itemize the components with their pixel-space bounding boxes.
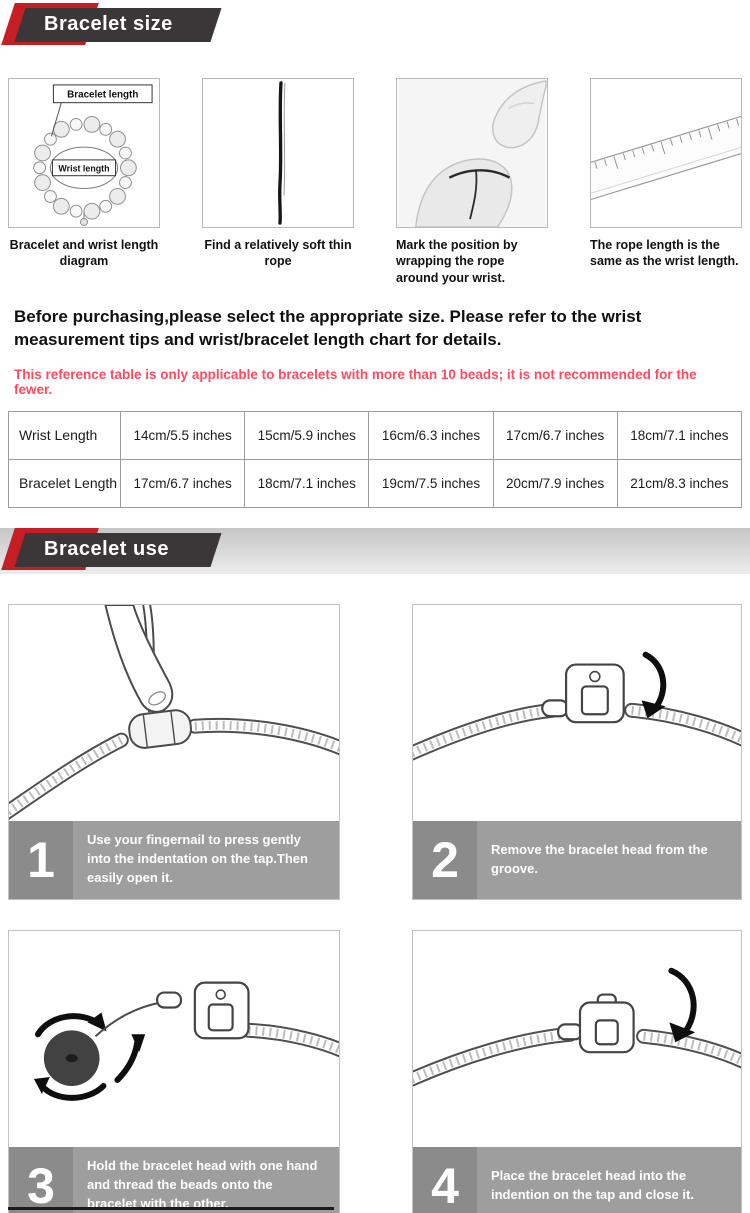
bracelet-size-title: Bracelet size: [44, 13, 173, 35]
usage-steps-grid: 1 Use your fingernail to press gently in…: [0, 603, 750, 1213]
size-chart-table: Wrist Length 14cm/5.5 inches 15cm/5.9 in…: [8, 410, 743, 508]
thread-beads-illustration-icon: [33, 981, 339, 1101]
thin-rope-image: [202, 78, 354, 228]
table-cell: 21cm/8.3 inches: [616, 458, 743, 508]
ruler-image: [590, 78, 742, 228]
table-cell: 18cm/7.1 inches: [244, 458, 370, 508]
step-text: Hold the bracelet head with one hand and…: [87, 1158, 318, 1212]
bracelet-use-band: Bracelet use: [0, 527, 750, 574]
step-number: 3: [9, 1146, 73, 1213]
close-head-illustration-icon: [413, 967, 741, 1087]
step-number: 4: [413, 1146, 477, 1213]
step-text: Use your fingernail to press gently into…: [87, 832, 308, 886]
bracelet-size-banner: Bracelet size: [1, 3, 250, 46]
figure-ruler: The rope length is the same as the wrist…: [590, 78, 742, 286]
press-tap-illustration-icon: [9, 604, 339, 820]
step-panel-2: 2 Remove the bracelet head from the groo…: [412, 603, 742, 900]
ruler-icon: [591, 104, 741, 208]
table-row-bracelet: Bracelet Length 17cm/6.7 inches 18cm/7.1…: [8, 458, 743, 508]
table-cell: 17cm/6.7 inches: [492, 410, 618, 460]
figure-wrap-wrist: Mark the position by wrapping the rope a…: [396, 78, 548, 286]
wrap-wrist-photo-icon: [398, 79, 547, 227]
step-panel-1: 1 Use your fingernail to press gently in…: [8, 603, 340, 900]
step-text: Remove the bracelet head from the groove…: [491, 841, 708, 876]
step-number: 1: [9, 820, 73, 899]
table-cell: 16cm/6.3 inches: [368, 410, 494, 460]
figure-caption: The rope length is the same as the wrist…: [590, 238, 739, 269]
step-caption-bar: 1 Use your fingernail to press gently in…: [9, 820, 339, 899]
table-cell: 17cm/6.7 inches: [119, 458, 246, 508]
figure-caption: Mark the position by wrapping the rope a…: [396, 238, 518, 285]
table-cell: 20cm/7.9 inches: [492, 458, 618, 508]
table-cell: 15cm/5.9 inches: [244, 410, 370, 460]
bracelet-use-banner: Bracelet use: [1, 527, 250, 571]
figure-thin-rope: Find a relatively soft thin rope: [202, 78, 354, 286]
bracelet-diagram-image: Bracelet length Wrist length: [8, 78, 160, 228]
remove-head-illustration-icon: [413, 651, 741, 761]
row-header: Bracelet Length: [8, 458, 121, 508]
step-number: 2: [413, 820, 477, 899]
step-panel-3: 3 Hold the bracelet head with one hand a…: [8, 929, 340, 1213]
measuring-figures-row: Bracelet length Wrist length Bracelet an…: [0, 78, 750, 286]
thin-rope-icon: [278, 81, 286, 225]
figure-caption: Find a relatively soft thin rope: [204, 238, 352, 269]
reference-notice-text: This reference table is only applicable …: [14, 366, 697, 397]
table-cell: 19cm/7.5 inches: [368, 458, 494, 508]
table-cell: 18cm/7.1 inches: [616, 410, 743, 460]
wrap-wrist-image: [396, 78, 548, 228]
table-cell: 14cm/5.5 inches: [119, 410, 246, 460]
table-row-wrist: Wrist Length 14cm/5.5 inches 15cm/5.9 in…: [8, 410, 743, 460]
cropped-next-section-edge: [8, 1207, 334, 1210]
step-caption-bar: 2 Remove the bracelet head from the groo…: [413, 820, 741, 899]
figure-bracelet-diagram: Bracelet length Wrist length Bracelet an…: [8, 78, 160, 286]
bracelet-use-title: Bracelet use: [44, 537, 169, 560]
purchase-intro-text: Before purchasing,please select the appr…: [14, 306, 642, 349]
bracelet-length-label: Bracelet length: [67, 90, 138, 101]
step-caption-bar: 4 Place the bracelet head into the inden…: [413, 1146, 741, 1213]
figure-caption: Bracelet and wrist length diagram: [9, 238, 159, 269]
step-panel-4: 4 Place the bracelet head into the inden…: [412, 929, 742, 1213]
row-header: Wrist Length: [8, 410, 121, 460]
step-caption-bar: 3 Hold the bracelet head with one hand a…: [9, 1146, 339, 1213]
wrist-length-label: Wrist length: [58, 164, 109, 174]
bracelet-diagram-icon: Bracelet length Wrist length: [33, 84, 153, 227]
step-text: Place the bracelet head into the indenti…: [491, 1167, 694, 1202]
